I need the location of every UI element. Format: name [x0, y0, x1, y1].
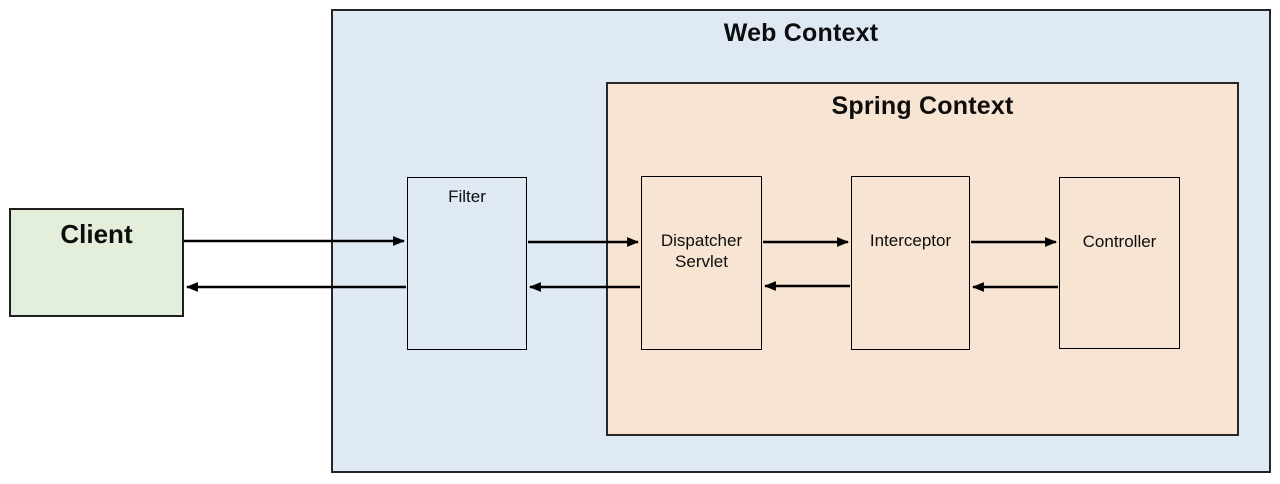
dispatcher-servlet-node: Dispatcher Servlet: [641, 176, 762, 350]
controller-label: Controller: [1082, 232, 1157, 251]
client-label: Client: [60, 219, 133, 249]
filter-node: Filter: [407, 177, 527, 350]
web-context-title: Web Context: [723, 19, 879, 47]
spring-context-title: Spring Context: [831, 92, 1014, 120]
filter-label: Filter: [448, 187, 486, 206]
interceptor-node: Interceptor: [851, 176, 970, 350]
dispatcher-servlet-label: Dispatcher Servlet: [660, 231, 743, 271]
interceptor-label: Interceptor: [869, 231, 952, 250]
controller-node: Controller: [1059, 177, 1180, 349]
client-node: Client: [9, 208, 184, 317]
